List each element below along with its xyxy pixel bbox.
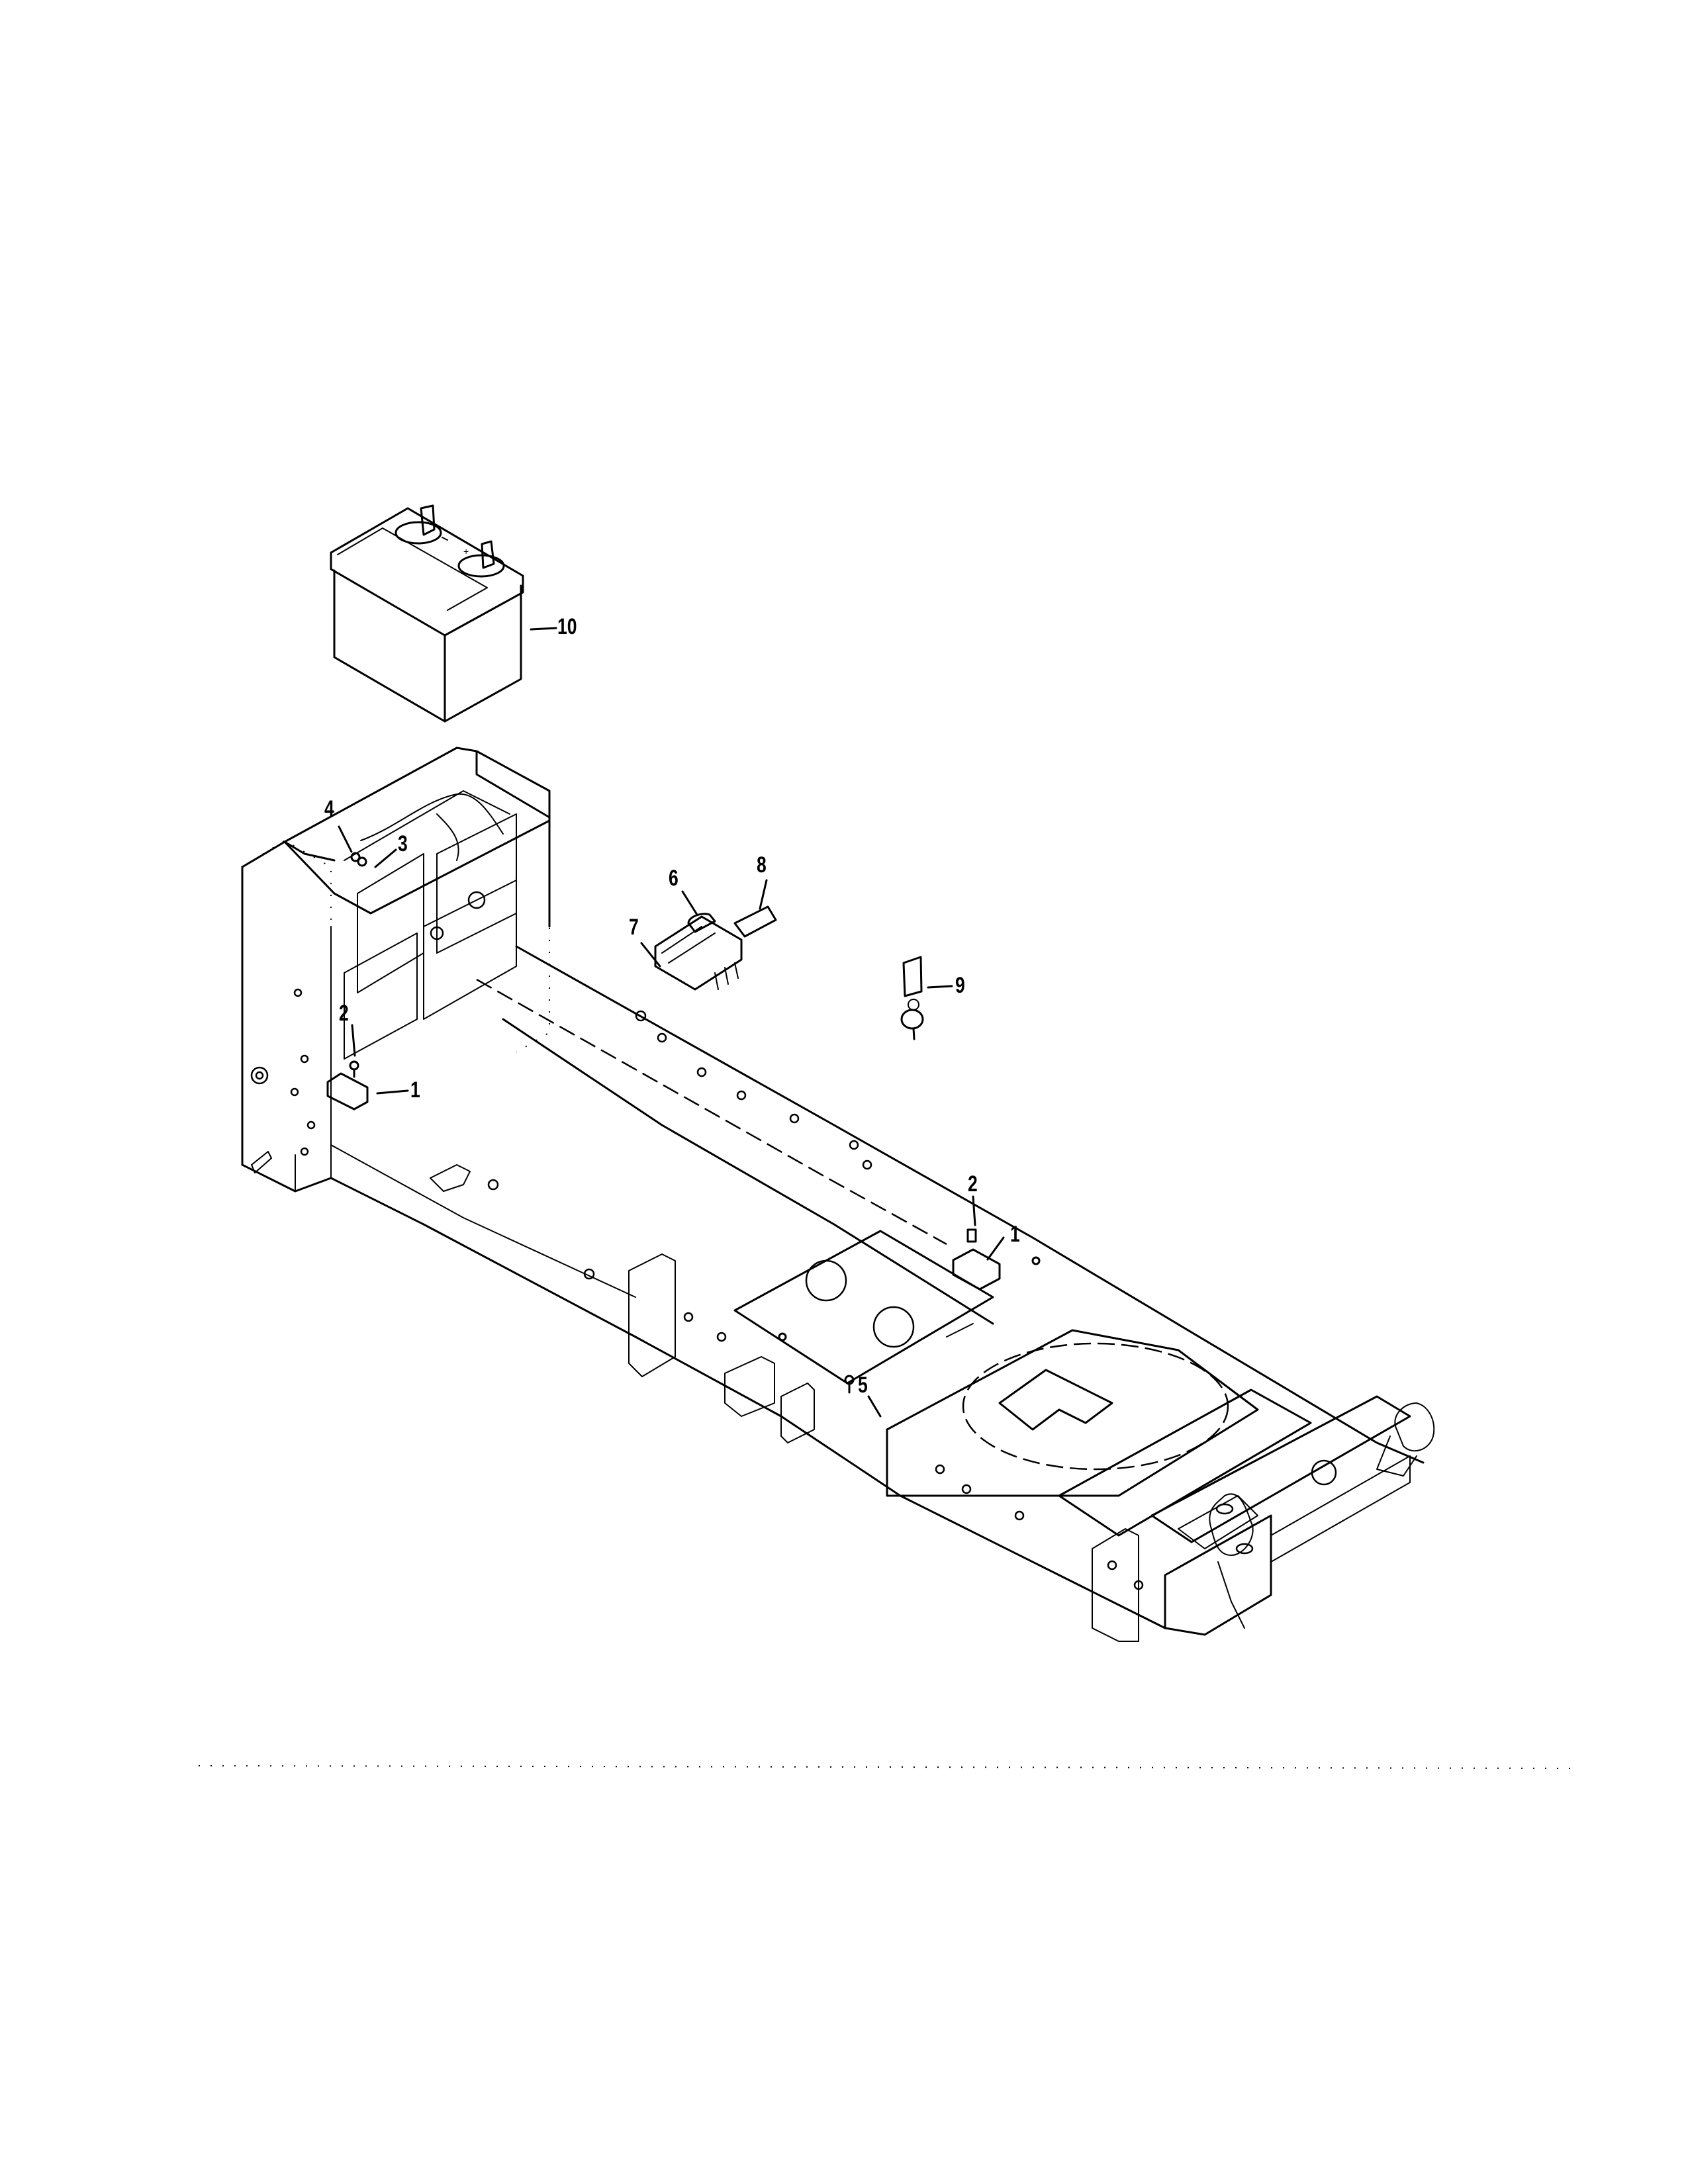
callout-2-screw-left: 2 (339, 1001, 349, 1026)
callout-5-bolt: 5 (858, 1373, 868, 1398)
ignition-switch-illustration (654, 905, 777, 991)
callout-9-key: 9 (955, 973, 965, 998)
small-parts (326, 825, 1041, 1418)
callout-1-switch-left: 1 (410, 1077, 420, 1103)
callout-8-connector: 8 (757, 852, 767, 878)
callout-4-bolt: 4 (324, 796, 334, 821)
callout-1-switch-right: 1 (1010, 1222, 1020, 1247)
callout-7-ignition-switch: 7 (629, 915, 639, 940)
page-dotted-line (198, 1765, 1576, 1769)
frame-rails (330, 945, 1425, 1642)
callout-3-nut: 3 (398, 831, 408, 856)
front-axle-brackets (1209, 1402, 1435, 1629)
callout-6-switch-knob: 6 (669, 866, 679, 891)
callout-2-screw-right: 2 (968, 1171, 978, 1197)
frame-rear-tower (241, 747, 551, 1193)
svg-text:+: + (463, 546, 469, 557)
key-illustration (900, 956, 953, 1040)
callout-10-battery: 10 (557, 614, 577, 639)
battery-illustration: + (330, 504, 557, 723)
